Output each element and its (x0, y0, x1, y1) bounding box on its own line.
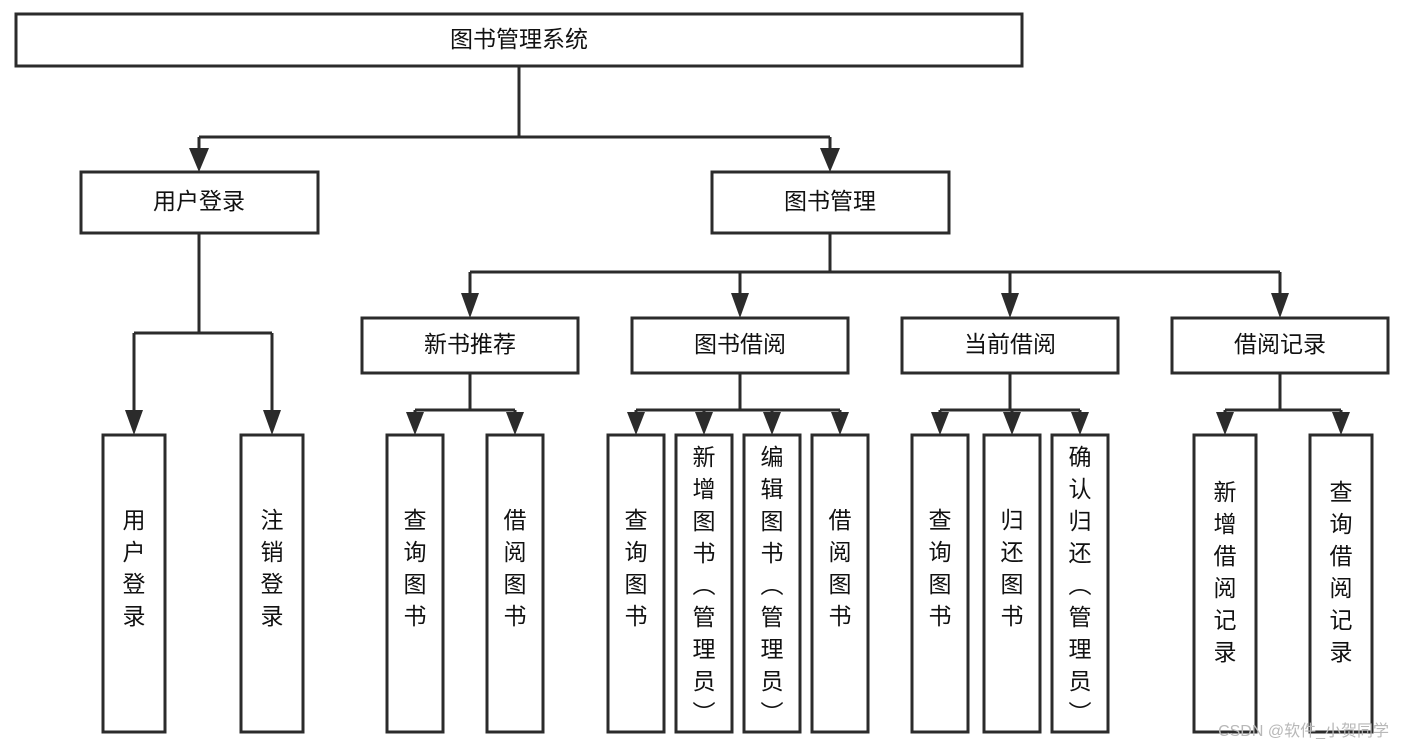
leaf-node-bb-borrow-book[interactable]: 借阅图书 (810, 433, 870, 734)
leaf-node-nr-borrow-book-label: 借阅图书 (504, 507, 527, 629)
arrow-head-bb-borrow (831, 412, 849, 435)
leaf-node-logout[interactable]: 注销登录 (239, 433, 305, 734)
leaf-node-bb-add-book-box[interactable] (674, 433, 734, 734)
leaf-node-bb-borrow-book-box[interactable] (810, 433, 870, 734)
node-borrow-record[interactable]: 借阅记录 (1170, 316, 1390, 375)
arrow-head-leaf-logout (263, 410, 281, 435)
arrow-head-bb-edit (763, 412, 781, 435)
leaf-node-nr-query-book[interactable]: 查询图书 (385, 433, 445, 734)
leaf-node-rec-add-record-box[interactable] (1192, 433, 1258, 734)
leaf-node-rec-add-record-label: 新增借阅记录 (1214, 479, 1237, 665)
leaf-node-nr-borrow-book-box[interactable] (485, 433, 545, 734)
leaf-node-bb-add-book[interactable]: 新增图书︵管理员︶ (674, 433, 734, 734)
arrow-head-current (1001, 293, 1019, 318)
node-user-login[interactable]: 用户登录 (79, 170, 320, 235)
node-book-borrow-label: 图书借阅 (694, 331, 786, 357)
arrow-head-nr-query (406, 412, 424, 435)
node-book-borrow[interactable]: 图书借阅 (630, 316, 850, 375)
leaf-node-cb-confirm-return-label: 确认归还︵管理员︶ (1069, 444, 1092, 726)
leaf-node-cb-return-book[interactable]: 归还图书 (982, 433, 1042, 734)
node-book-management-box[interactable] (710, 170, 951, 235)
leaf-node-cb-query-book-label: 查询图书 (929, 507, 952, 629)
node-current-borrow[interactable]: 当前借阅 (900, 316, 1120, 375)
arrow-head-rec-add (1216, 412, 1234, 435)
leaf-node-bb-query-book[interactable]: 查询图书 (606, 433, 666, 734)
node-root-box[interactable] (14, 12, 1024, 68)
leaf-node-cb-query-book[interactable]: 查询图书 (910, 433, 970, 734)
leaf-node-cb-return-book-label: 归还图书 (1001, 507, 1024, 629)
node-new-book-recommend-label: 新书推荐 (424, 331, 516, 357)
arrow-head-cb-confirm (1071, 412, 1089, 435)
arrow-head-new-rec (461, 293, 479, 318)
leaf-node-bb-edit-book[interactable]: 编辑图书︵管理员︶ (742, 433, 802, 734)
arrow-head-user-login (189, 148, 209, 172)
leaf-node-bb-query-book-label: 查询图书 (625, 507, 648, 629)
leaf-node-nr-query-book-box[interactable] (385, 433, 445, 734)
leaf-node-logout-label: 注销登录 (261, 507, 284, 629)
leaf-node-rec-query-record[interactable]: 查询借阅记录 (1308, 433, 1374, 734)
leaf-node-user-login-label: 用户登录 (123, 507, 146, 629)
leaf-node-nr-borrow-book[interactable]: 借阅图书 (485, 433, 545, 734)
leaf-node-logout-box[interactable] (239, 433, 305, 734)
node-book-borrow-box[interactable] (630, 316, 850, 375)
leaf-nodes-group: 用户登录 注销登录 查询图书 借阅图书 查询图书 新增图书︵管理员︶ (101, 433, 1374, 734)
leaf-node-user-login-box[interactable] (101, 433, 167, 734)
arrow-head-book-mgmt (820, 148, 840, 172)
node-current-borrow-box[interactable] (900, 316, 1120, 375)
leaf-node-cb-confirm-return[interactable]: 确认归还︵管理员︶ (1050, 433, 1110, 734)
leaf-node-cb-return-book-box[interactable] (982, 433, 1042, 734)
leaf-node-bb-edit-book-box[interactable] (742, 433, 802, 734)
connectors-group (125, 66, 1350, 435)
node-root-label: 图书管理系统 (450, 26, 588, 52)
leaf-node-rec-query-record-label: 查询借阅记录 (1330, 479, 1353, 665)
leaf-node-bb-borrow-book-label: 借阅图书 (829, 507, 852, 629)
leaf-node-rec-add-record[interactable]: 新增借阅记录 (1192, 433, 1258, 734)
leaf-node-bb-query-book-box[interactable] (606, 433, 666, 734)
arrow-head-bb-query (627, 412, 645, 435)
node-book-management[interactable]: 图书管理 (710, 170, 951, 235)
node-book-management-label: 图书管理 (784, 188, 876, 214)
node-new-book-recommend[interactable]: 新书推荐 (360, 316, 580, 375)
leaf-node-rec-query-record-box[interactable] (1308, 433, 1374, 734)
node-current-borrow-label: 当前借阅 (964, 331, 1056, 357)
arrow-head-borrow (731, 293, 749, 318)
node-new-book-recommend-box[interactable] (360, 316, 580, 375)
leaf-node-nr-query-book-label: 查询图书 (404, 507, 427, 629)
arrow-head-leaf-user-login (125, 410, 143, 435)
arrow-head-record (1271, 293, 1289, 318)
leaf-node-bb-edit-book-label: 编辑图书︵管理员︶ (761, 444, 784, 726)
arrow-head-cb-query (931, 412, 949, 435)
node-borrow-record-box[interactable] (1170, 316, 1390, 375)
arrow-head-cb-return (1003, 412, 1021, 435)
node-user-login-label: 用户登录 (153, 188, 245, 214)
leaf-node-cb-confirm-return-box[interactable] (1050, 433, 1110, 734)
arrow-head-nr-borrow (506, 412, 524, 435)
node-borrow-record-label: 借阅记录 (1234, 331, 1326, 357)
leaf-node-user-login[interactable]: 用户登录 (101, 433, 167, 734)
leaf-node-bb-add-book-label: 新增图书︵管理员︶ (693, 444, 716, 726)
leaf-node-cb-query-book-box[interactable] (910, 433, 970, 734)
node-root[interactable]: 图书管理系统 (14, 12, 1024, 68)
arrow-head-rec-query (1332, 412, 1350, 435)
arrow-head-bb-add (695, 412, 713, 435)
node-user-login-box[interactable] (79, 170, 320, 235)
